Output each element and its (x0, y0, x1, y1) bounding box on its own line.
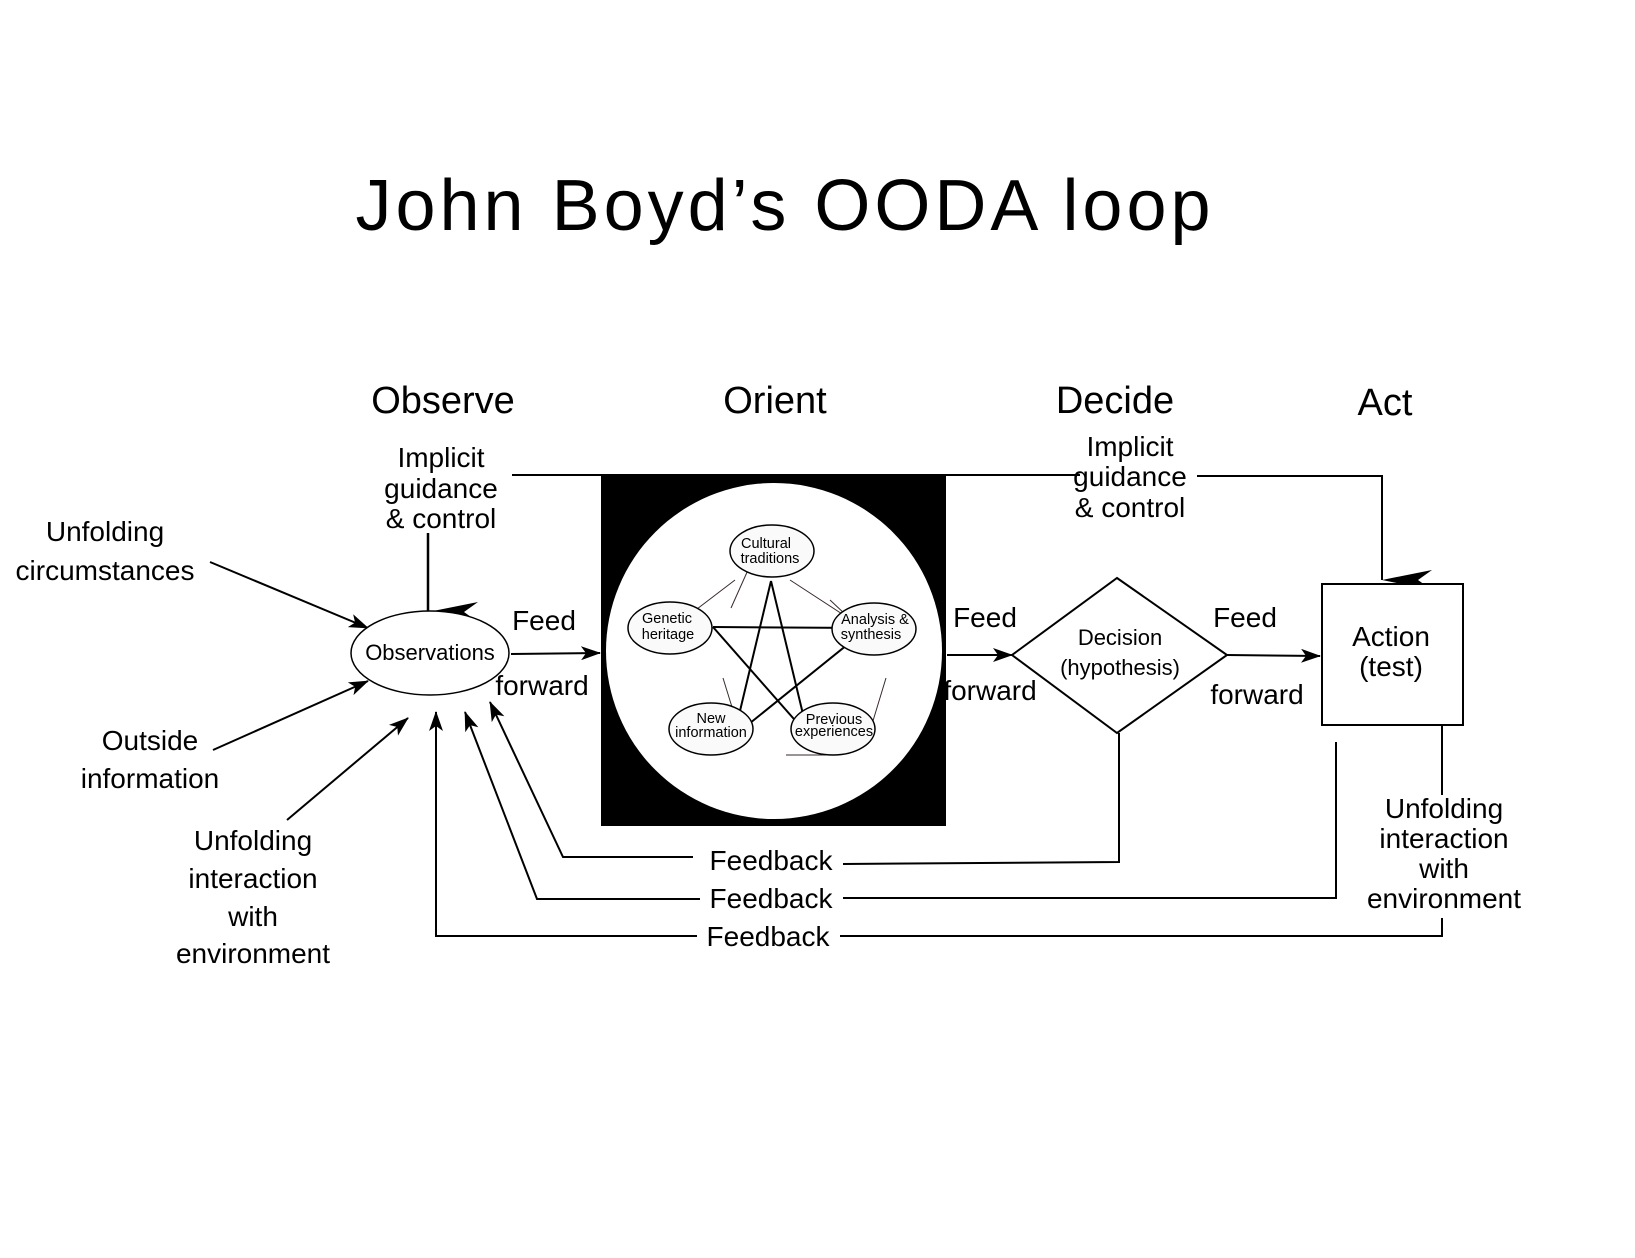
svg-text:interaction: interaction (188, 863, 317, 894)
svg-text:synthesis: synthesis (841, 627, 901, 643)
feed-forward-arrow-3 (1226, 648, 1321, 663)
orient-node-genetic-heritage: Genetic heritage (627, 601, 713, 655)
svg-text:with: with (227, 901, 278, 932)
svg-text:Analysis &: Analysis & (841, 612, 909, 628)
orient-node-analysis-synthesis: Analysis & synthesis (831, 602, 917, 656)
orient-node-new-information: New information (668, 702, 754, 756)
interaction-arrow (286, 717, 409, 821)
phase-orient: Orient (723, 380, 827, 422)
feed-forward-1-top: Feed (512, 605, 576, 636)
page-title: John Boyd’s OODA loop (355, 166, 1214, 246)
phase-observe: Observe (371, 380, 515, 422)
svg-text:with: with (1418, 853, 1469, 884)
svg-text:guidance: guidance (384, 473, 498, 504)
svg-text:traditions: traditions (741, 551, 800, 567)
svg-text:information: information (81, 763, 220, 794)
feed-forward-2-bottom: forward (943, 675, 1036, 706)
svg-text:guidance: guidance (1073, 461, 1187, 492)
svg-text:Unfolding: Unfolding (46, 516, 164, 547)
unfolding-circumstances-label: Unfolding circumstances (16, 516, 195, 586)
feed-forward-arrow-1 (510, 646, 601, 661)
svg-text:New: New (696, 711, 726, 727)
guidance-arrow-to-act (1197, 475, 1432, 590)
svg-text:& control: & control (386, 503, 497, 534)
svg-text:Cultural: Cultural (741, 536, 791, 552)
svg-text:circumstances: circumstances (16, 555, 195, 586)
svg-text:environment: environment (1367, 883, 1521, 914)
feedback-arrow-1 (489, 701, 693, 858)
orient-node-cultural-traditions: Cultural traditions (729, 524, 815, 578)
orient-node-previous-experiences: Previous experiences (790, 702, 876, 756)
phase-decide: Decide (1056, 380, 1174, 422)
decision-label: Decision (1078, 625, 1162, 650)
feedback-label-1: Feedback (710, 845, 834, 876)
feed-forward-1-bottom: forward (495, 670, 588, 701)
unfolding-interaction-right-label: Unfolding interaction with environment (1367, 793, 1521, 914)
feed-forward-3-bottom: forward (1210, 679, 1303, 710)
feed-forward-3-top: Feed (1213, 602, 1277, 633)
outside-info-arrow (212, 680, 369, 751)
svg-text:experiences: experiences (795, 724, 873, 740)
svg-text:Unfolding: Unfolding (1385, 793, 1503, 824)
unfolding-interaction-left-label: Unfolding interaction with environment (176, 825, 330, 969)
feedback-line-1-right (842, 733, 1120, 865)
action-sublabel: (test) (1359, 651, 1423, 682)
decision-node (1010, 576, 1229, 735)
svg-text:Previous: Previous (806, 712, 862, 728)
outside-information-label: Outside information (81, 725, 220, 794)
feedback-label-2: Feedback (710, 883, 834, 914)
svg-text:heritage: heritage (642, 627, 694, 643)
svg-text:Implicit: Implicit (397, 442, 484, 473)
svg-text:environment: environment (176, 938, 330, 969)
svg-text:Unfolding: Unfolding (194, 825, 312, 856)
action-node (1321, 583, 1464, 726)
feed-forward-2-top: Feed (953, 602, 1017, 633)
feedback-label-3: Feedback (707, 921, 831, 952)
svg-text:& control: & control (1075, 492, 1186, 523)
observations-node (350, 610, 510, 696)
action-label: Action (1352, 621, 1430, 652)
feedback-line-3-right (840, 918, 1443, 937)
svg-text:Outside: Outside (102, 725, 199, 756)
observations-label: Observations (365, 640, 495, 665)
phase-act: Act (1358, 382, 1413, 424)
circumstances-arrow (209, 561, 369, 629)
feedback-arrow-3 (429, 711, 697, 937)
svg-text:information: information (675, 725, 747, 741)
decide-implicit-guidance-label: Implicit guidance & control (1073, 431, 1187, 523)
svg-text:Genetic: Genetic (642, 611, 692, 627)
svg-text:Implicit: Implicit (1086, 431, 1173, 462)
observe-implicit-guidance-label: Implicit guidance & control (384, 442, 498, 534)
feedback-arrow-2 (464, 711, 700, 900)
feedback-line-2-right (843, 742, 1337, 899)
svg-text:interaction: interaction (1379, 823, 1508, 854)
decision-sublabel: (hypothesis) (1060, 655, 1180, 680)
